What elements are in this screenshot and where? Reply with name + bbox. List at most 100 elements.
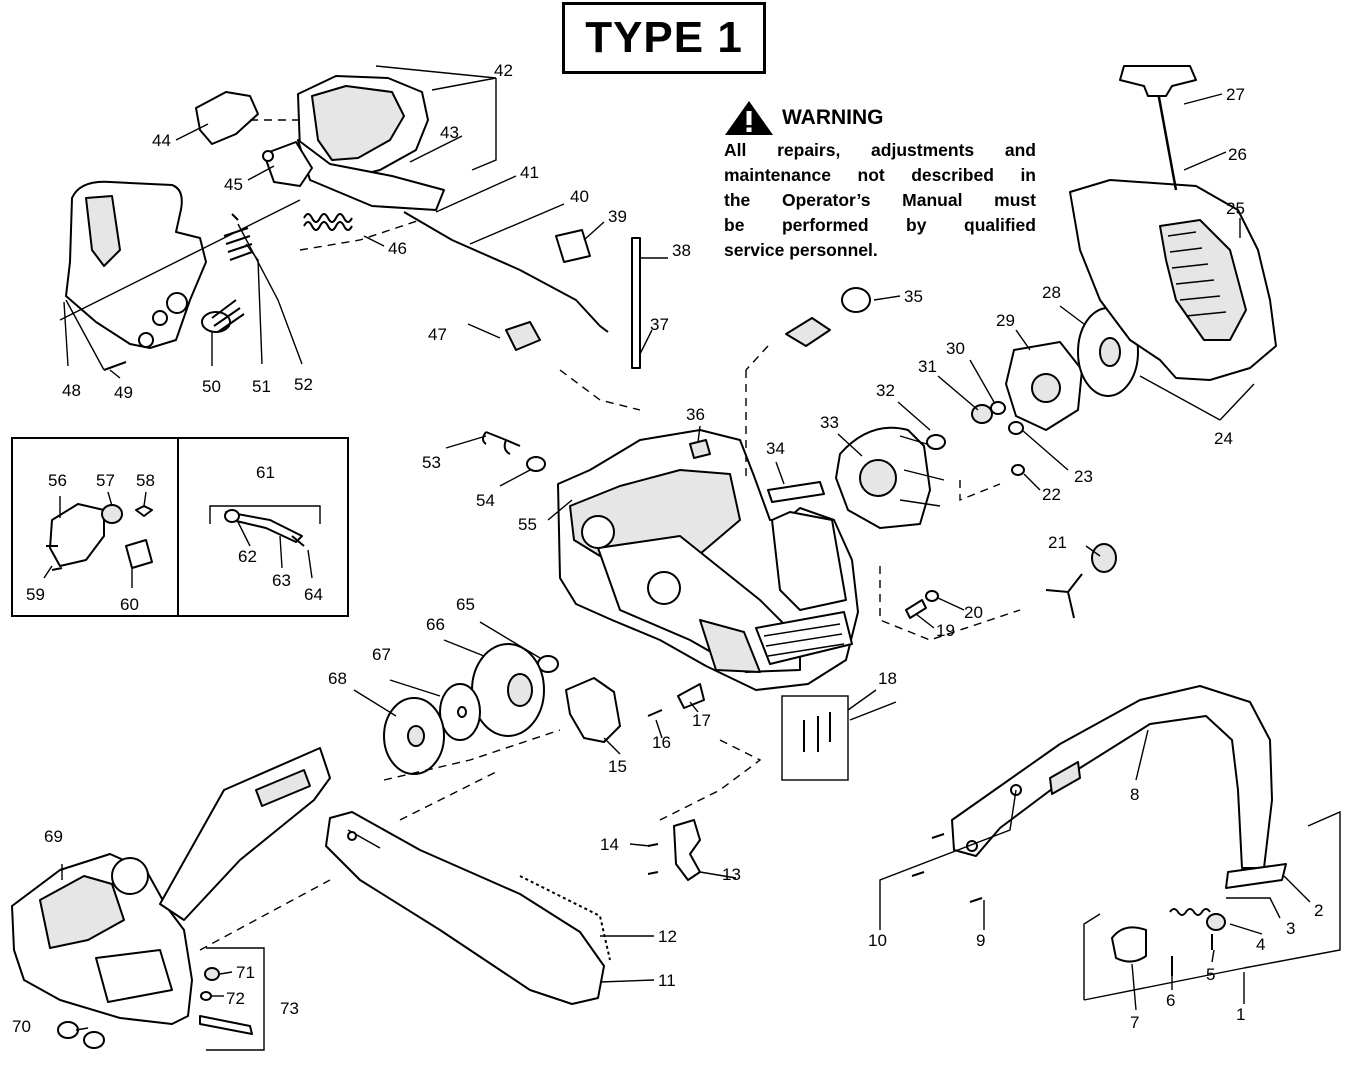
top-handle xyxy=(195,75,445,211)
callout-7: 7 xyxy=(1130,1013,1139,1032)
inset-carb-parts xyxy=(46,503,153,571)
callout-72: 72 xyxy=(226,989,245,1008)
warning-word: qualified xyxy=(964,215,1036,235)
frame-18 xyxy=(781,695,849,781)
callout-31: 31 xyxy=(918,357,937,376)
washer-54 xyxy=(526,456,546,472)
callout-51: 51 xyxy=(252,377,271,396)
washer-32 xyxy=(926,434,946,450)
callout-2: 2 xyxy=(1314,901,1323,920)
callout-58: 58 xyxy=(136,471,155,490)
screws-14 xyxy=(647,843,659,875)
callout-47: 47 xyxy=(428,325,447,344)
callout-39: 39 xyxy=(608,207,627,226)
callout-52: 52 xyxy=(294,375,313,394)
warning-word: described xyxy=(911,165,994,185)
callout-21: 21 xyxy=(1048,533,1067,552)
callout-18: 18 xyxy=(878,669,897,688)
warning-word: maintenance xyxy=(724,165,831,185)
callout-26: 26 xyxy=(1228,145,1247,164)
pin-53 xyxy=(482,431,521,455)
warning-header: WARNING xyxy=(724,100,1036,136)
warning-word: repairs, xyxy=(777,140,841,160)
crankcase xyxy=(557,429,859,691)
callout-44: 44 xyxy=(152,131,171,150)
warning-line-3: the Operator’s Manual must xyxy=(724,188,1036,213)
callout-67: 67 xyxy=(372,645,391,664)
warning-word: by xyxy=(906,215,927,235)
callout-25: 25 xyxy=(1226,199,1245,218)
callout-49: 49 xyxy=(114,383,133,402)
nuts-30-31 xyxy=(971,401,1006,424)
callout-60: 60 xyxy=(120,595,139,614)
warning-word: in xyxy=(1020,165,1036,185)
callout-54: 54 xyxy=(476,491,495,510)
callout-53: 53 xyxy=(422,453,441,472)
screws-rear xyxy=(103,213,239,371)
callout-48: 48 xyxy=(62,381,81,400)
sleeve-7 xyxy=(1111,926,1147,963)
callout-56: 56 xyxy=(48,471,67,490)
callout-68: 68 xyxy=(328,669,347,688)
callout-73: 73 xyxy=(280,999,299,1018)
callout-45: 45 xyxy=(224,175,243,194)
callout-23: 23 xyxy=(1074,467,1093,486)
callout-34: 34 xyxy=(766,439,785,458)
callout-65: 65 xyxy=(456,595,475,614)
callout-30: 30 xyxy=(946,339,965,358)
callout-11: 11 xyxy=(658,971,676,990)
callout-20: 20 xyxy=(964,603,983,622)
warning-word: service xyxy=(724,240,785,260)
warning-word: personnel. xyxy=(789,240,878,260)
callout-3: 3 xyxy=(1286,919,1295,938)
warning-word: be xyxy=(724,215,745,235)
spring-3 xyxy=(1169,908,1211,916)
washer-22 xyxy=(1011,464,1025,476)
callout-70: 70 xyxy=(12,1017,31,1036)
callout-40: 40 xyxy=(570,187,589,206)
callout-14: 14 xyxy=(600,835,619,854)
warning-triangle-icon xyxy=(725,101,773,135)
warning-heading: WARNING xyxy=(782,106,884,129)
warning-word: and xyxy=(1004,140,1036,160)
throttle-rod-40 xyxy=(403,211,609,333)
callout-16: 16 xyxy=(652,733,671,752)
callout-4: 4 xyxy=(1256,935,1265,954)
rod-38 xyxy=(631,237,641,369)
warning-word: All xyxy=(724,140,747,160)
callout-6: 6 xyxy=(1166,991,1175,1010)
callout-66: 66 xyxy=(426,615,445,634)
callout-15: 15 xyxy=(608,757,627,776)
callout-19: 19 xyxy=(936,621,955,640)
nuts-70 xyxy=(57,1021,105,1049)
block-47 xyxy=(505,321,541,351)
warning-line-2: maintenance not described in xyxy=(724,163,1036,188)
callout-59: 59 xyxy=(26,585,45,604)
callout-41: 41 xyxy=(520,163,539,182)
warning-line-1: All repairs, adjustments and xyxy=(724,138,1036,163)
front-handle-8 xyxy=(951,685,1273,869)
washer-20 xyxy=(925,590,939,602)
callout-71: 71 xyxy=(236,963,255,982)
callout-32: 32 xyxy=(876,381,895,400)
callout-37: 37 xyxy=(650,315,669,334)
callout-9: 9 xyxy=(976,931,985,950)
callout-27: 27 xyxy=(1226,85,1245,104)
washer-72 xyxy=(200,991,212,1001)
nut-4 xyxy=(1206,913,1226,931)
callout-43: 43 xyxy=(440,123,459,142)
grommet-36 xyxy=(689,439,711,459)
warning-line-5: service personnel. xyxy=(724,238,1036,263)
bracket-73 xyxy=(206,947,265,1051)
warning-word: adjustments xyxy=(871,140,975,160)
warning-word: Manual xyxy=(902,190,963,210)
callout-10: 10 xyxy=(868,931,887,950)
callout-17: 17 xyxy=(692,711,711,730)
starter-pulley-29 xyxy=(1005,341,1083,431)
callout-62: 62 xyxy=(238,547,257,566)
clutch-drum-66 xyxy=(471,643,545,737)
type-title-box: TYPE 1 xyxy=(562,2,766,74)
spring-21 xyxy=(1045,543,1117,619)
assembly-lines xyxy=(199,119,1021,951)
